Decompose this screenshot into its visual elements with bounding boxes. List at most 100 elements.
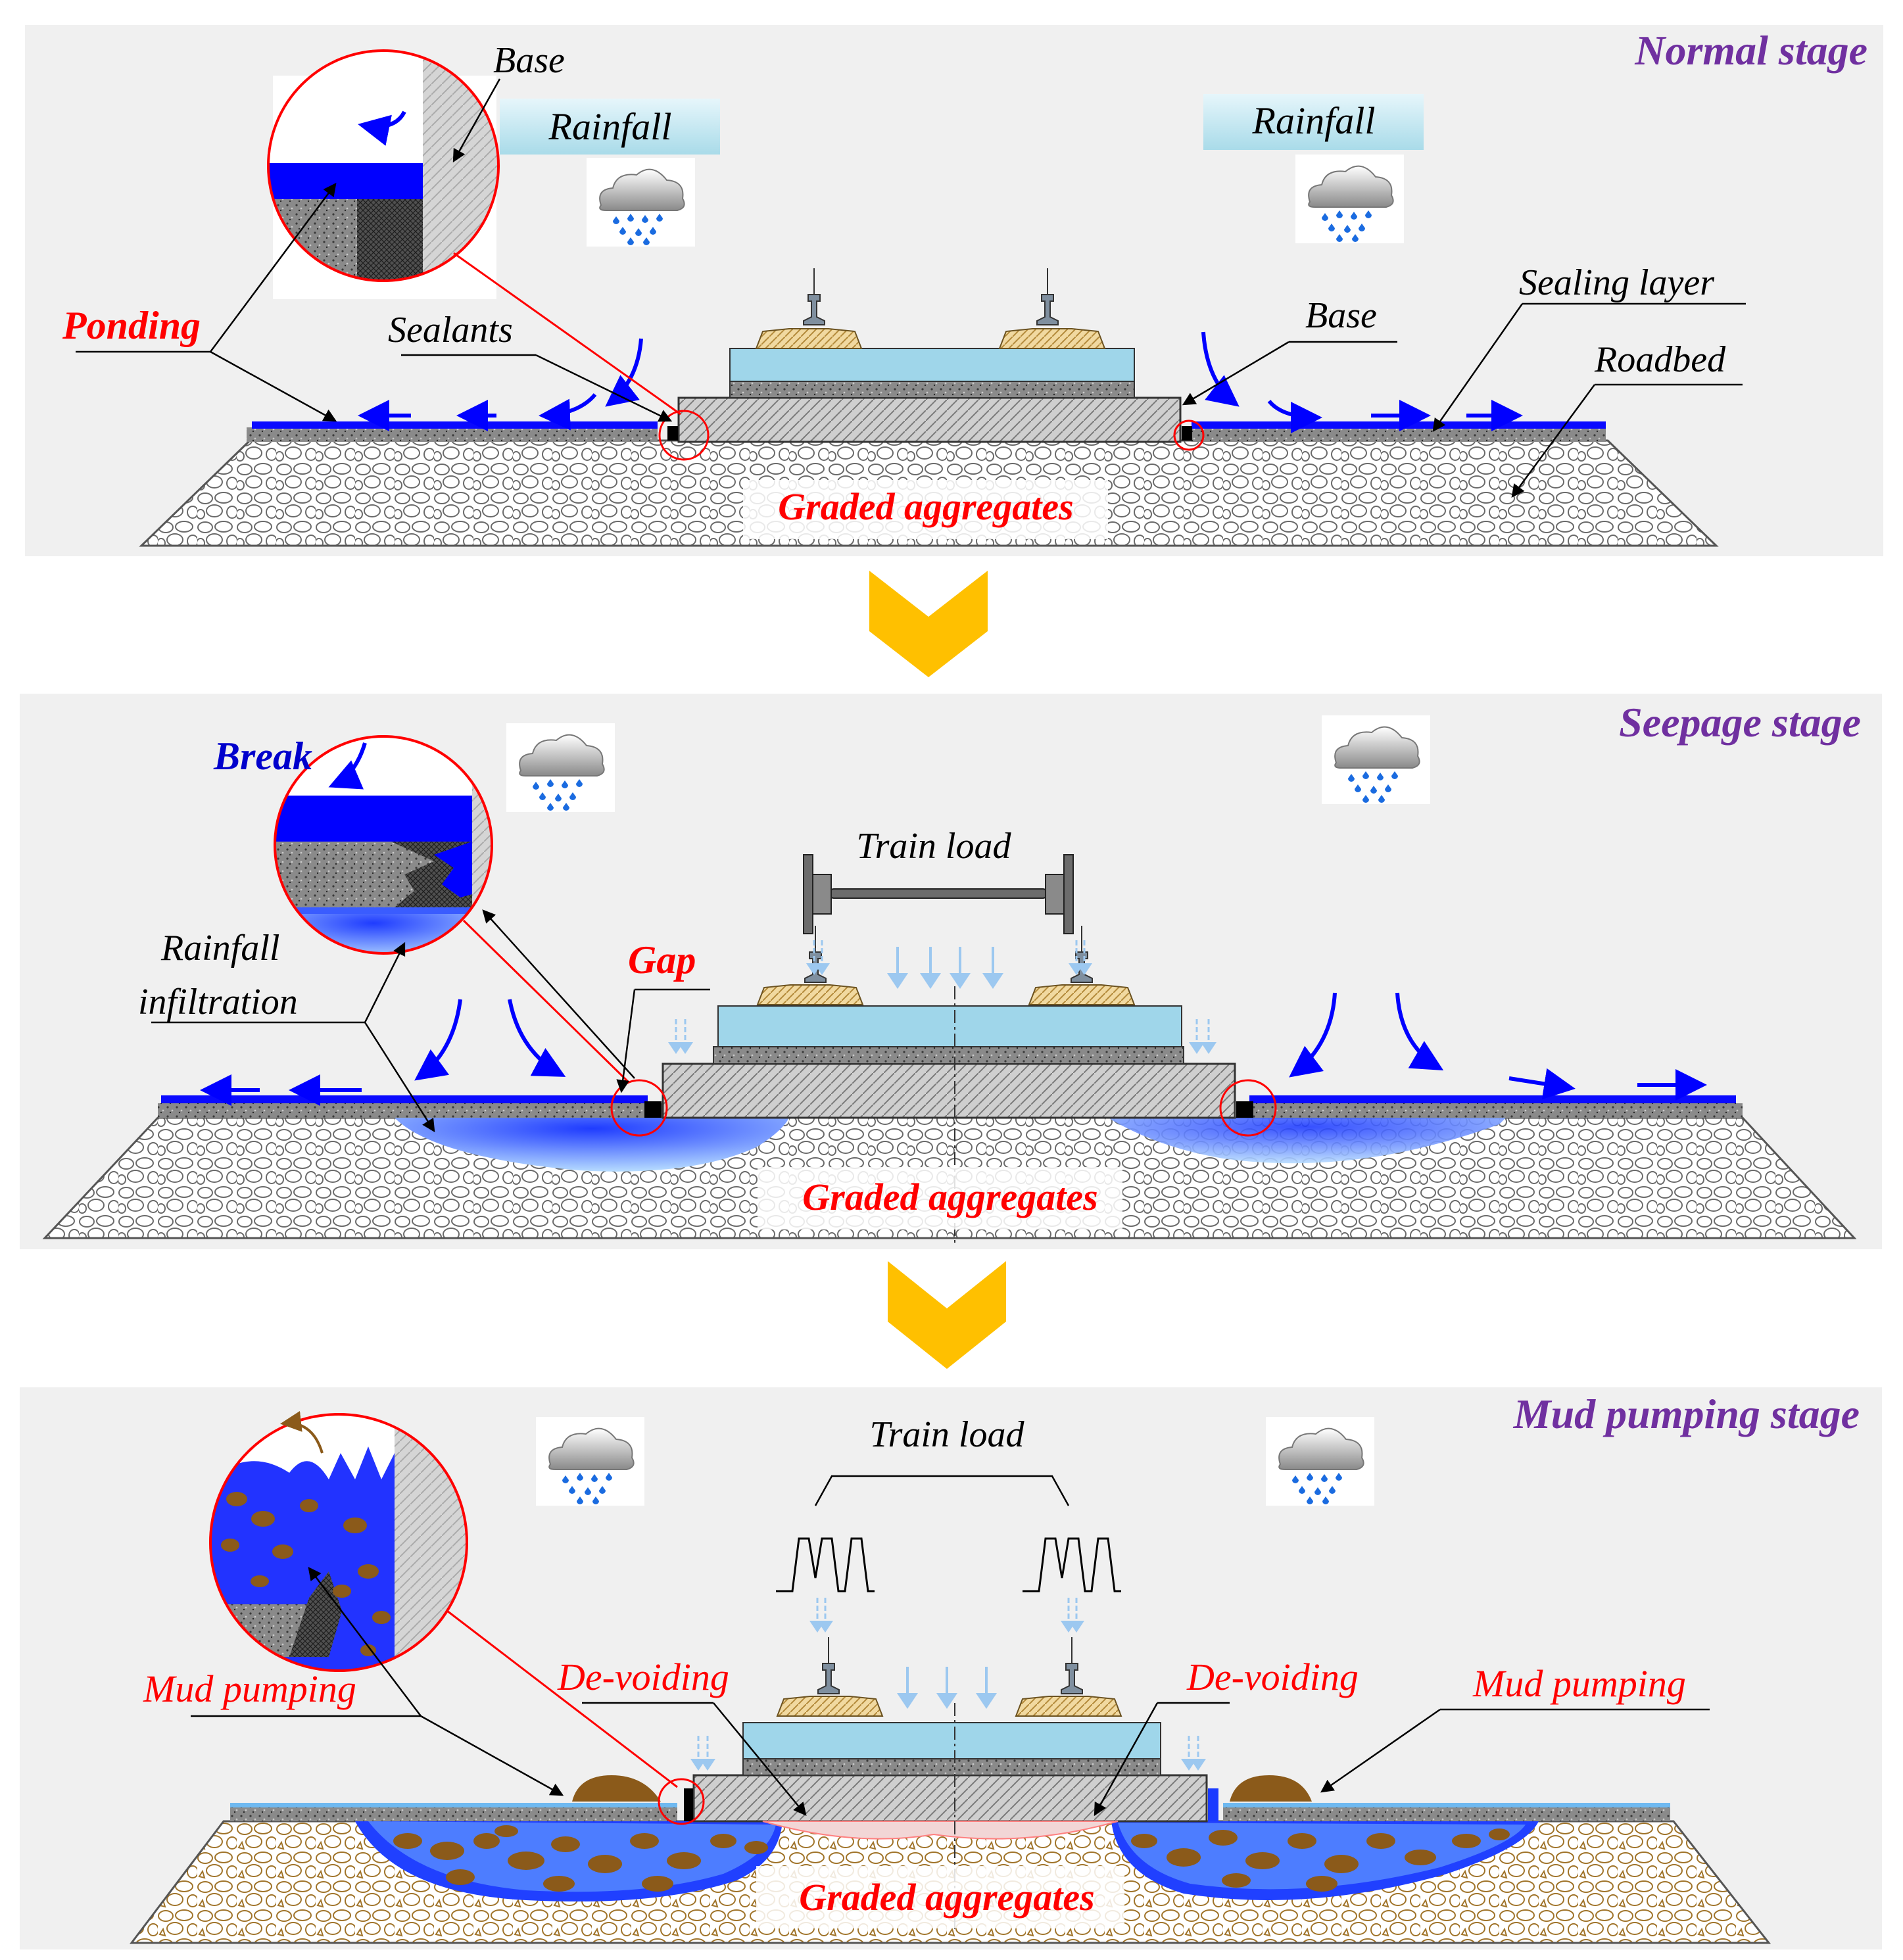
rain-cloud-icon bbox=[1321, 715, 1431, 805]
track-slab bbox=[729, 348, 1135, 382]
rain-cloud-icon bbox=[506, 723, 615, 813]
ca-mortar-layer bbox=[713, 1046, 1184, 1064]
water-film-left bbox=[161, 1095, 648, 1103]
mud-pumping-label-left: Mud pumping bbox=[143, 1667, 356, 1710]
infiltration-zone-left bbox=[395, 1118, 789, 1172]
concrete-base bbox=[677, 396, 1182, 443]
water-flow-arrows bbox=[358, 331, 1523, 433]
sealing-layer-right bbox=[1223, 1807, 1670, 1821]
zoom-inset-mud-pumping bbox=[209, 1411, 468, 1672]
sealing-layer-left bbox=[158, 1103, 677, 1118]
fastener-pad-left bbox=[756, 328, 862, 349]
label-bg bbox=[756, 1866, 1124, 1928]
rain-cloud-icon bbox=[1265, 1416, 1375, 1506]
rainfall-infiltration-label: Rainfall bbox=[160, 928, 279, 968]
rain-cloud-icon bbox=[535, 1416, 645, 1506]
water-film-left bbox=[230, 1803, 677, 1807]
infiltration-zone-right bbox=[1108, 1118, 1506, 1164]
stage-transition-chevron bbox=[869, 571, 988, 677]
ponding-label: Ponding bbox=[62, 304, 201, 347]
gap-label: Gap bbox=[628, 938, 696, 982]
sealing-layer-right bbox=[1192, 427, 1606, 442]
rainfall-box-left bbox=[500, 99, 720, 155]
panel-normal-stage: Normal stage Graded aggregates Rainfall … bbox=[25, 25, 1883, 556]
rainfall-label-right: Rainfall bbox=[1252, 99, 1376, 142]
stage-title: Seepage stage bbox=[1619, 699, 1861, 746]
sealing-layer-label: Sealing layer bbox=[1519, 262, 1714, 303]
concrete-base bbox=[692, 1774, 1208, 1823]
leader-line bbox=[1432, 303, 1524, 433]
leader-line bbox=[308, 1567, 422, 1717]
base-label-right: Base bbox=[1305, 295, 1377, 336]
base-label-inset: Base bbox=[493, 40, 565, 81]
load-arrows bbox=[887, 947, 1003, 989]
load-arrows bbox=[690, 1598, 1206, 1771]
gap-highlight-right bbox=[1219, 1079, 1277, 1137]
graded-aggregates-label: Graded aggregates bbox=[802, 1176, 1097, 1218]
leader-line bbox=[1182, 341, 1289, 406]
sealant-right bbox=[1208, 1788, 1218, 1821]
sealing-layer-left bbox=[230, 1807, 677, 1821]
fastener-pad-right bbox=[1015, 1696, 1122, 1717]
sealant-left bbox=[667, 426, 678, 441]
train-load-bracket bbox=[814, 1475, 1070, 1506]
sealing-layer-left bbox=[247, 427, 658, 442]
void-zone bbox=[762, 1821, 1119, 1840]
water-film-right bbox=[1223, 1803, 1670, 1807]
devoid-highlight bbox=[658, 1778, 705, 1825]
water-film-right bbox=[1192, 421, 1606, 429]
mud-pumping-zone-left bbox=[355, 1775, 783, 1901]
water-flow-arrows bbox=[200, 992, 1707, 1106]
leader-line bbox=[210, 350, 337, 422]
mud-pumping-label-right: Mud pumping bbox=[1472, 1662, 1686, 1705]
sealant-highlight-left bbox=[658, 410, 710, 461]
leader-line bbox=[452, 78, 501, 163]
zoom-inset-sealant bbox=[267, 49, 500, 299]
roadbed-label: Roadbed bbox=[1594, 339, 1726, 380]
graded-aggregates-label: Graded aggregates bbox=[799, 1876, 1094, 1919]
panel-mud-pumping-stage: Mud pumping stage bbox=[20, 1387, 1882, 1949]
ca-mortar-layer bbox=[742, 1758, 1161, 1776]
break-label: Break bbox=[213, 734, 312, 778]
rainfall-box-right bbox=[1203, 94, 1424, 150]
ca-mortar-layer bbox=[729, 381, 1135, 398]
cyclic-load-waveform bbox=[1023, 1537, 1121, 1592]
sealants-label: Sealants bbox=[388, 310, 513, 350]
fastener-pad-left bbox=[757, 984, 863, 1005]
sealing-layer-right bbox=[1236, 1103, 1743, 1118]
concrete-base bbox=[662, 1063, 1236, 1119]
leader-line bbox=[364, 942, 406, 1023]
leader-line bbox=[535, 354, 673, 422]
load-arrows bbox=[897, 1667, 997, 1709]
sealant-highlight-right bbox=[1173, 419, 1205, 451]
leader-line bbox=[209, 182, 337, 352]
leader-line bbox=[713, 1702, 807, 1816]
sealant-left bbox=[684, 1788, 693, 1821]
de-voiding-label-right: De-voiding bbox=[1186, 1656, 1359, 1698]
graded-aggregates-label: Graded aggregates bbox=[778, 485, 1073, 528]
stage-title: Mud pumping stage bbox=[1513, 1391, 1860, 1437]
zoom-leader-line bbox=[453, 252, 681, 416]
leader-line bbox=[420, 1715, 564, 1796]
zoom-leader-line bbox=[462, 919, 629, 1083]
panel-seepage-stage: Seepage stage Train load bbox=[20, 694, 1882, 1249]
wheelset-icon bbox=[803, 854, 1074, 940]
water-film-left bbox=[252, 421, 658, 429]
de-voiding-label-left: De-voiding bbox=[557, 1656, 729, 1698]
track-slab bbox=[717, 1005, 1182, 1047]
label-bg bbox=[743, 480, 1108, 539]
leader-line bbox=[482, 909, 635, 1079]
sealant-right bbox=[1182, 426, 1192, 441]
sealant-right bbox=[1236, 1101, 1253, 1118]
zoom-leader-line bbox=[446, 1610, 678, 1788]
mud-pumping-zone-right bbox=[1111, 1775, 1539, 1900]
track-slab bbox=[742, 1722, 1161, 1759]
label-bg bbox=[758, 1167, 1122, 1230]
rain-cloud-icon bbox=[1295, 154, 1405, 244]
stage-title: Normal stage bbox=[1634, 27, 1867, 74]
cyclic-load-waveform bbox=[776, 1537, 875, 1592]
water-film-right bbox=[1249, 1095, 1736, 1103]
fastener-pad-right bbox=[999, 328, 1105, 349]
leader-line bbox=[1320, 1708, 1441, 1793]
